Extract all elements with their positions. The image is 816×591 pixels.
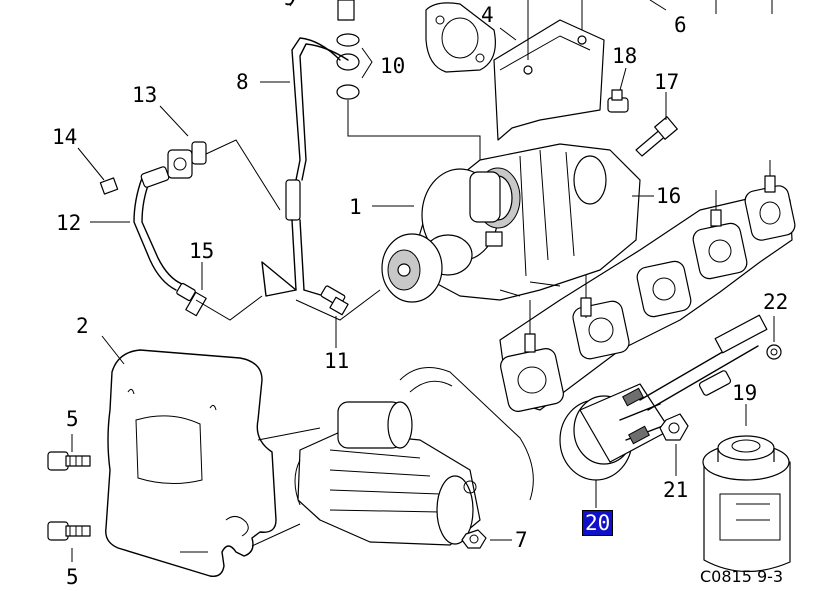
exhaust-manifold-part[interactable] bbox=[499, 160, 797, 413]
clip-22-part[interactable] bbox=[766, 344, 782, 360]
callout-16[interactable]: 16 bbox=[656, 184, 682, 208]
starter-motor-part[interactable] bbox=[294, 367, 534, 546]
gasket-part[interactable] bbox=[425, 2, 496, 73]
bolt-17-part[interactable] bbox=[635, 116, 678, 157]
callout-14[interactable]: 14 bbox=[52, 125, 78, 149]
callout-6[interactable]: 6 bbox=[674, 13, 687, 37]
nut-21-part[interactable] bbox=[659, 413, 689, 441]
callout-19[interactable]: 19 bbox=[732, 381, 758, 405]
callout-5-lower[interactable]: 5 bbox=[66, 565, 79, 589]
heat-shield-part[interactable] bbox=[105, 349, 277, 577]
callout-5-upper[interactable]: 5 bbox=[66, 407, 79, 431]
callout-11[interactable]: 11 bbox=[324, 349, 350, 373]
leader-lines bbox=[71, 0, 775, 562]
oil-filter-part[interactable] bbox=[702, 435, 791, 573]
callout-8[interactable]: 8 bbox=[236, 70, 249, 94]
diagram-reference-code: C0815 9-3 bbox=[700, 567, 784, 586]
callout-9[interactable]: 9 bbox=[283, 0, 296, 9]
callout-17[interactable]: 17 bbox=[654, 70, 680, 94]
oil-return-pipe-part[interactable] bbox=[99, 141, 207, 317]
callout-10[interactable]: 10 bbox=[380, 54, 406, 78]
callout-18[interactable]: 18 bbox=[612, 44, 638, 68]
oil-feed-pipe-part[interactable] bbox=[261, 0, 360, 316]
bolt-5-lower-part[interactable] bbox=[47, 521, 91, 541]
callout-4[interactable]: 4 bbox=[481, 3, 494, 27]
nut-7-part[interactable] bbox=[461, 529, 487, 549]
callout-21[interactable]: 21 bbox=[663, 478, 689, 502]
bolt-5-upper-part[interactable] bbox=[47, 451, 91, 471]
turbocharger-part[interactable] bbox=[381, 143, 641, 303]
wastegate-actuator-part[interactable] bbox=[559, 314, 768, 481]
callout-15[interactable]: 15 bbox=[189, 239, 215, 263]
bracket-part[interactable] bbox=[493, 0, 605, 141]
callout-1[interactable]: 1 bbox=[349, 195, 362, 219]
bolt-18-part[interactable] bbox=[607, 89, 629, 113]
callout-7[interactable]: 7 bbox=[515, 528, 528, 552]
callout-22[interactable]: 22 bbox=[763, 290, 789, 314]
callout-2[interactable]: 2 bbox=[76, 314, 89, 338]
callout-13[interactable]: 13 bbox=[132, 83, 158, 107]
callout-12[interactable]: 12 bbox=[56, 211, 82, 235]
callout-20-highlighted[interactable]: 20 bbox=[582, 510, 614, 536]
